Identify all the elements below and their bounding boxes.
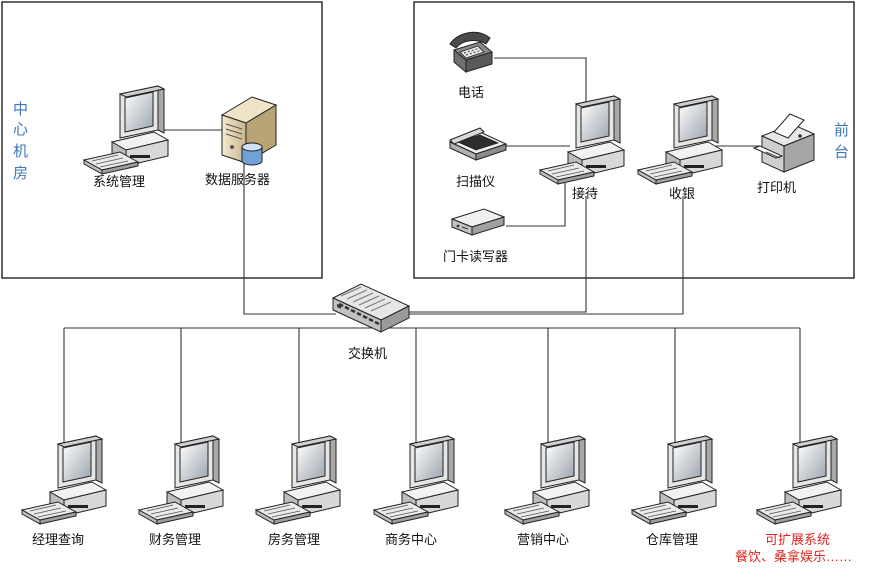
client-extension-computer-icon <box>756 435 842 525</box>
sysadmin-computer-icon <box>83 85 169 175</box>
client-business-computer-icon <box>373 435 459 525</box>
database-server-icon <box>220 96 278 166</box>
cashier-computer-icon <box>637 95 723 185</box>
client-finance-label: 财务管理 <box>149 532 201 547</box>
client-warehouse-label: 仓库管理 <box>646 532 698 547</box>
svg-text:前: 前 <box>834 122 849 139</box>
front-desk-box <box>413 1 855 279</box>
svg-text:中: 中 <box>13 101 28 118</box>
connection-lines <box>63 57 801 448</box>
client-marketing-computer-icon <box>504 435 590 525</box>
svg-text:台: 台 <box>834 144 849 161</box>
cardrw-label: 门卡读写器 <box>443 249 508 264</box>
front-desk-label: 前 台 <box>834 122 849 161</box>
network-switch-icon <box>331 283 411 333</box>
center-room-label: 中 心 机 房 <box>13 101 28 182</box>
sysadmin-label: 系统管理 <box>93 174 145 189</box>
svg-text:房: 房 <box>13 165 28 182</box>
dbserver-label: 数据服务器 <box>205 172 270 187</box>
scanner-label: 扫描仪 <box>456 174 495 189</box>
client-manager-label: 经理查询 <box>32 532 84 547</box>
client-rooms-computer-icon <box>255 435 341 525</box>
client-extension-label: 可扩展系统 <box>765 532 830 547</box>
svg-text:机: 机 <box>13 143 28 160</box>
client-manager-computer-icon <box>21 435 107 525</box>
reception-computer-icon <box>539 95 625 185</box>
client-rooms-label: 房务管理 <box>268 532 320 547</box>
client-business-label: 商务中心 <box>385 532 437 547</box>
client-warehouse-computer-icon <box>631 435 717 525</box>
client-finance-computer-icon <box>138 435 224 525</box>
client-extension-sublabel: 餐饮、桑拿娱乐…… <box>735 549 852 564</box>
client-marketing-label: 营销中心 <box>517 532 569 547</box>
phone-label: 电话 <box>458 85 484 100</box>
switch-label: 交换机 <box>348 346 387 361</box>
phone-icon <box>449 31 494 74</box>
center-room-box <box>1 1 323 279</box>
scanner-icon <box>448 127 508 161</box>
card-reader-icon <box>450 208 506 236</box>
printer-label: 打印机 <box>757 180 796 195</box>
reception-label: 接待 <box>572 186 598 201</box>
svg-text:心: 心 <box>13 121 28 138</box>
cashier-label: 收银 <box>669 186 695 201</box>
printer-icon <box>752 113 816 173</box>
